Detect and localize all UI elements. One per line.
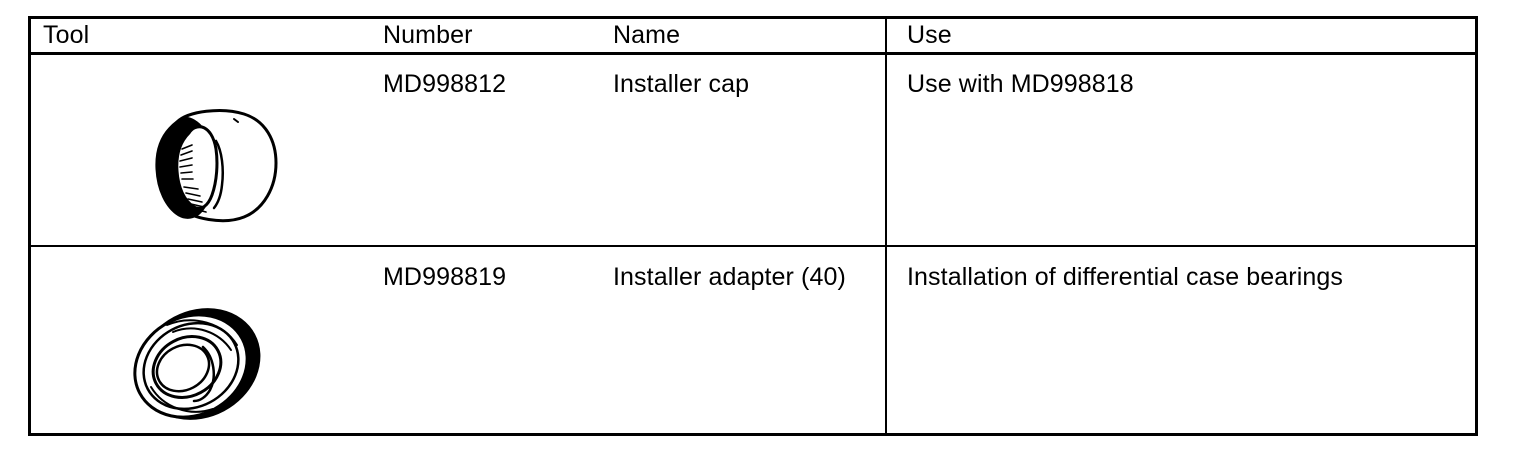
column-divider-use <box>885 16 887 436</box>
header-row-divider <box>28 52 1478 55</box>
installer-cap-illustration <box>126 89 296 234</box>
column-header-use: Use <box>907 21 952 49</box>
table-row: MD998812 <box>383 70 507 98</box>
special-tools-table: Tool Number Name Use MD998812 Installer … <box>28 16 1478 436</box>
row-divider <box>28 245 1478 247</box>
installer-adapter-ring-illustration <box>111 291 291 436</box>
column-header-number: Number <box>383 21 473 49</box>
table-row: Use with MD998818 <box>907 70 1134 98</box>
table-row: Installer cap <box>613 70 750 98</box>
column-header-name: Name <box>613 21 681 49</box>
table-row: MD998819 <box>383 263 507 291</box>
table-row: Installation of differential case bearin… <box>907 263 1343 291</box>
table-row: Installer adapter (40) <box>613 263 846 291</box>
column-header-tool: Tool <box>43 21 90 49</box>
